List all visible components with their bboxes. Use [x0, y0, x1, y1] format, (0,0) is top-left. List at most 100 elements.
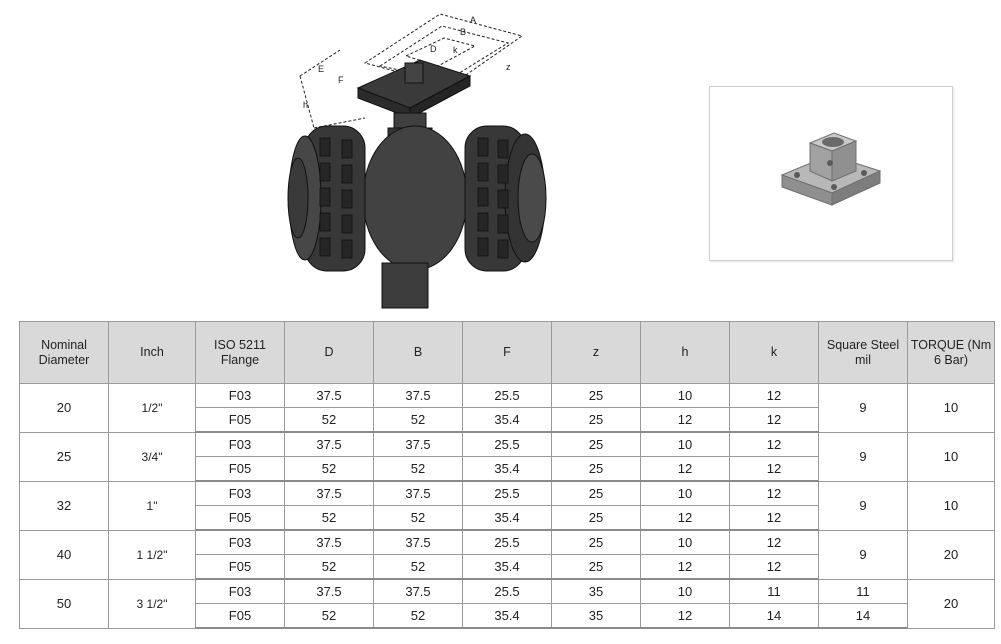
cell-f: 35.4 [462, 407, 552, 433]
cell-d: 52 [284, 603, 374, 629]
header-iso-flange: ISO 5211 Flange [195, 321, 285, 384]
cell-f: 35.4 [462, 456, 552, 482]
cell-b: 52 [373, 505, 463, 531]
cell-d: 37.5 [284, 480, 374, 506]
cell-h: 12 [640, 407, 730, 433]
cell-f: 25.5 [462, 383, 552, 408]
cell-d: 37.5 [284, 431, 374, 457]
cell-torque: 10 [907, 431, 995, 482]
cell-inch: 3/4" [108, 431, 196, 482]
dimension-label-b: B [460, 27, 466, 37]
cell-d: 52 [284, 407, 374, 433]
cell-h: 12 [640, 603, 730, 629]
cell-flange: F03 [195, 431, 285, 457]
header-inch: Inch [108, 321, 196, 384]
cell-h: 10 [640, 431, 730, 457]
dimension-label-f: F [338, 75, 344, 85]
header-nominal-diameter: Nominal Diameter [19, 321, 109, 384]
cell-d: 37.5 [284, 529, 374, 555]
cell-k: 12 [729, 529, 819, 555]
cell-h: 12 [640, 456, 730, 482]
table-row: 50 3 1/2" F03 37.5 37.5 25.5 35 10 11 11… [19, 578, 995, 629]
cell-diameter: 20 [19, 383, 109, 433]
cell-z: 25 [551, 383, 641, 408]
cell-square: 11 [818, 578, 908, 604]
cell-b: 37.5 [373, 480, 463, 506]
cell-flange: F05 [195, 456, 285, 482]
cell-f: 25.5 [462, 578, 552, 604]
cell-inch: 1/2" [108, 383, 196, 433]
table-row: F05 52 52 35.4 25 12 12 [20, 456, 995, 482]
cell-diameter: 50 [19, 578, 109, 629]
dimension-label-k: k [453, 45, 458, 55]
cell-z: 25 [551, 431, 641, 457]
cell-z: 25 [551, 480, 641, 506]
cell-flange: F05 [195, 505, 285, 531]
cell-d: 37.5 [284, 578, 374, 604]
cell-z: 25 [551, 456, 641, 482]
cell-square: 9 [818, 480, 908, 531]
table-row: F05 52 52 35.4 25 12 12 [20, 505, 995, 531]
cell-z: 35 [551, 603, 641, 629]
cell-f: 25.5 [462, 480, 552, 506]
cell-flange: F03 [195, 578, 285, 604]
cell-inch: 1 1/2" [108, 529, 196, 580]
dimension-label-z: z [506, 62, 511, 72]
cell-k: 12 [729, 383, 819, 408]
table-row: 20 1/2" F03 37.5 37.5 25.5 25 10 12 9 10 [19, 383, 995, 433]
cell-k: 12 [729, 505, 819, 531]
cell-diameter: 40 [19, 529, 109, 580]
cell-diameter: 25 [19, 431, 109, 482]
cell-d: 52 [284, 505, 374, 531]
table-row: F05 52 52 35.4 25 12 12 [20, 554, 995, 580]
cell-b: 52 [373, 554, 463, 580]
cell-f: 25.5 [462, 529, 552, 555]
header-k: k [729, 321, 819, 384]
cell-flange: F03 [195, 480, 285, 506]
cell-f: 25.5 [462, 431, 552, 457]
header-z: z [551, 321, 641, 384]
cell-inch: 3 1/2" [108, 578, 196, 629]
cell-h: 12 [640, 505, 730, 531]
cell-z: 25 [551, 529, 641, 555]
table-row: F05 52 52 35.4 25 12 12 [20, 407, 995, 433]
header-d: D [284, 321, 374, 384]
cell-b: 37.5 [373, 529, 463, 555]
cell-z: 35 [551, 578, 641, 604]
valve-dimensions-table: Nominal Diameter Inch ISO 5211 Flange D … [19, 321, 995, 629]
cell-f: 35.4 [462, 603, 552, 629]
table-row: F05 52 52 35.4 35 12 14 14 [20, 603, 995, 629]
table-row: 40 1 1/2" F03 37.5 37.5 25.5 25 10 12 9 … [19, 529, 995, 580]
cell-b: 37.5 [373, 578, 463, 604]
square-flange-adapter-icon [780, 132, 882, 206]
cell-torque: 10 [907, 480, 995, 531]
cell-h: 10 [640, 480, 730, 506]
header-f: F [462, 321, 552, 384]
cell-diameter: 32 [19, 480, 109, 531]
cell-d: 52 [284, 554, 374, 580]
cell-torque: 10 [907, 383, 995, 433]
cell-h: 10 [640, 383, 730, 408]
table-row: 25 3/4" F03 37.5 37.5 25.5 25 10 12 9 10 [19, 431, 995, 482]
cell-flange: F03 [195, 529, 285, 555]
cell-z: 25 [551, 505, 641, 531]
dimension-label-h: h [303, 100, 308, 110]
cell-f: 35.4 [462, 554, 552, 580]
cell-h: 10 [640, 529, 730, 555]
cell-torque: 20 [907, 578, 995, 629]
cell-inch: 1" [108, 480, 196, 531]
dimension-label-e: E [318, 64, 324, 74]
cell-b: 37.5 [373, 383, 463, 408]
cell-k: 12 [729, 431, 819, 457]
table-row: 32 1" F03 37.5 37.5 25.5 25 10 12 9 10 [19, 480, 995, 531]
cell-k: 12 [729, 554, 819, 580]
cell-h: 12 [640, 554, 730, 580]
cell-flange: F03 [195, 383, 285, 408]
header-b: B [373, 321, 463, 384]
cell-b: 52 [373, 407, 463, 433]
adapter-image-frame [709, 86, 953, 261]
header-torque: TORQUE (Nm 6 Bar) [907, 321, 995, 384]
dimension-label-d: D [430, 44, 437, 54]
header-h: h [640, 321, 730, 384]
